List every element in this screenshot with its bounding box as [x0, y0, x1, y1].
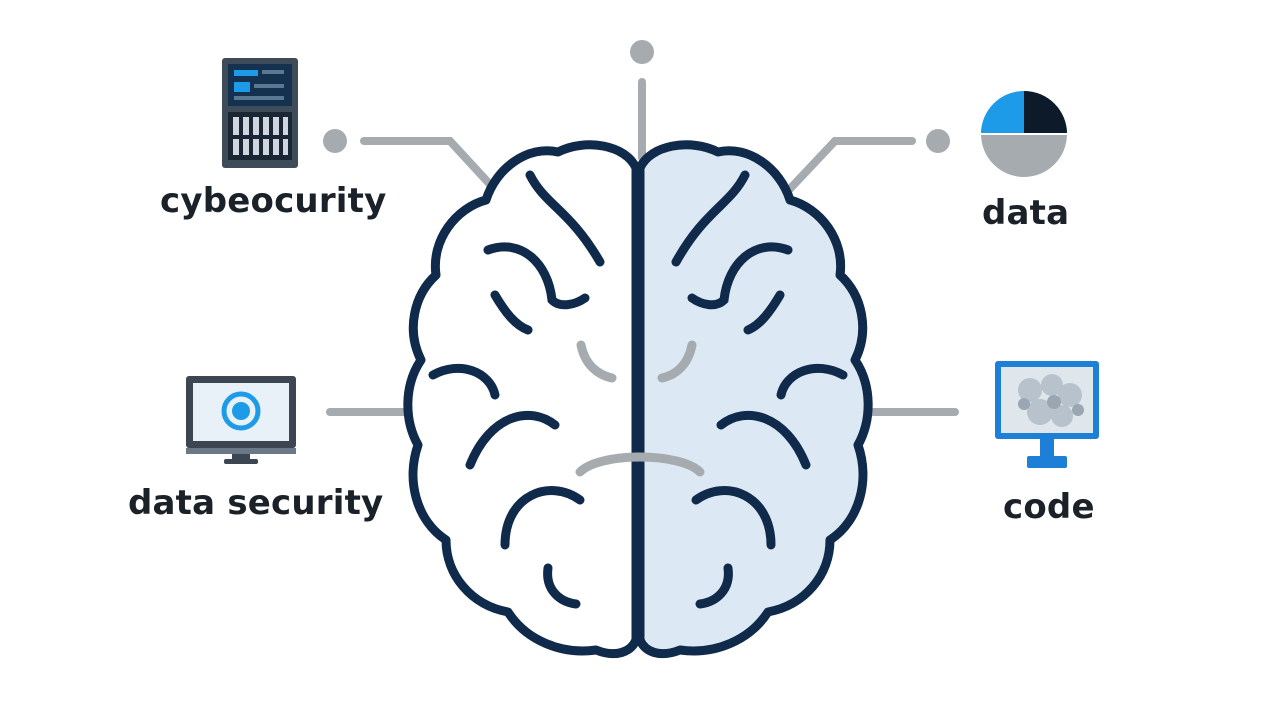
connector-dot-left — [323, 129, 347, 153]
connector-data — [783, 137, 916, 196]
pie-chart-icon — [981, 91, 1067, 177]
connector-dots — [323, 40, 950, 153]
monitor-target-icon — [186, 376, 296, 464]
brain-left-hemisphere — [403, 140, 641, 659]
server-rack-icon — [222, 58, 298, 168]
connector-dot-right — [926, 129, 950, 153]
brain-right-hemisphere — [635, 140, 873, 659]
brain-icon — [403, 140, 873, 659]
brain-right-folds — [671, 170, 848, 609]
data-label: data — [982, 193, 1070, 233]
connector-dot-top — [630, 40, 654, 64]
code-label: code — [1003, 487, 1095, 527]
data-security-label: data security — [128, 483, 384, 523]
monitor-image-icon — [995, 361, 1099, 468]
connector-lines — [326, 78, 959, 416]
brain-grey-accents — [575, 340, 705, 477]
connector-cybersecurity — [360, 137, 501, 196]
brain-left-folds — [428, 170, 605, 609]
cybersecurity-label: cybeocurity — [160, 181, 387, 221]
